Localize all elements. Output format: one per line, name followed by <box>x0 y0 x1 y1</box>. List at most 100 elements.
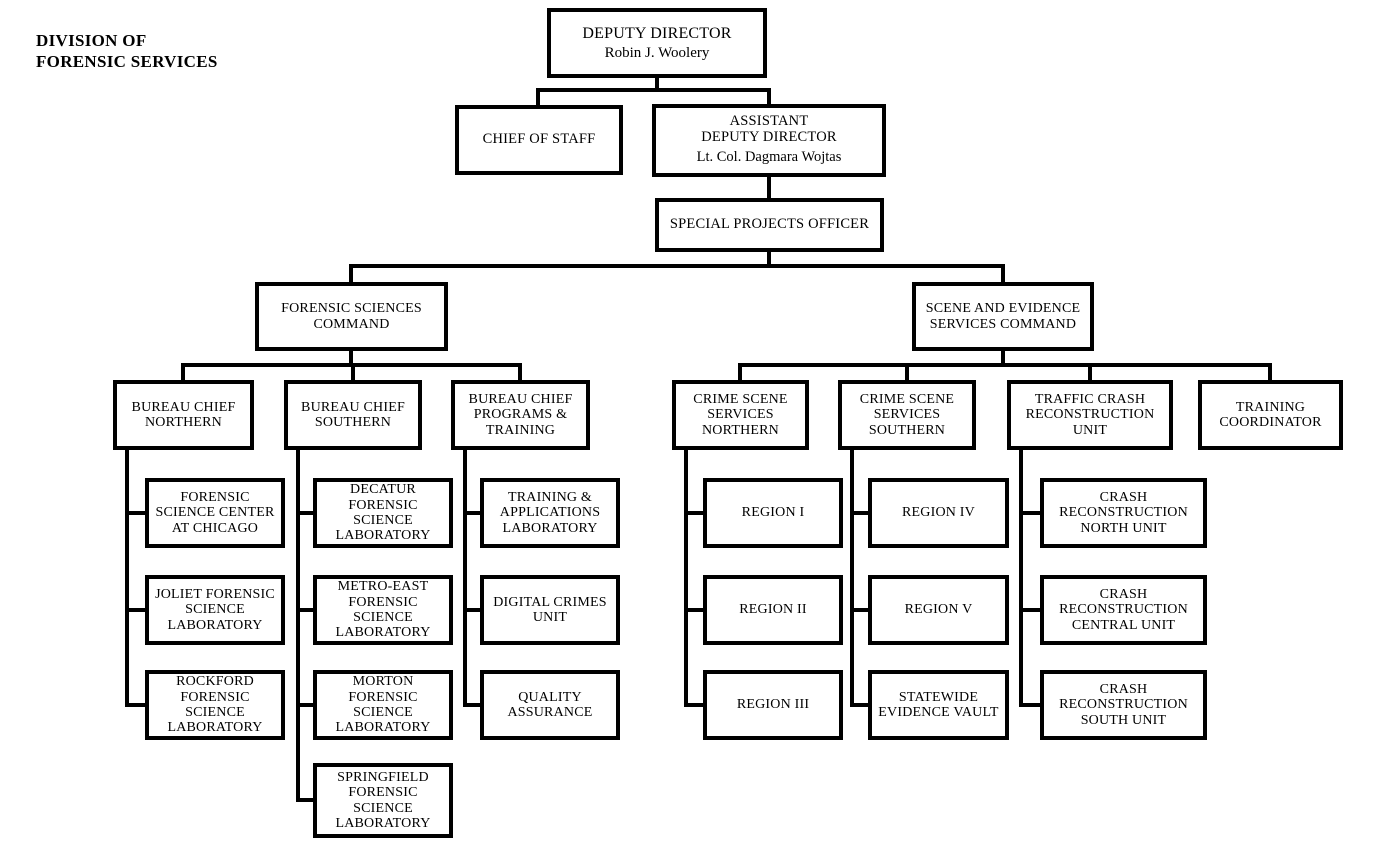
node-label: CRASH RECONSTRUCTION CENTRAL UNIT <box>1059 586 1188 633</box>
connector-line <box>684 703 707 707</box>
node-assistant-deputy-director: ASSISTANT DEPUTY DIRECTOR Lt. Col. Dagma… <box>652 104 886 177</box>
node-region-iii: REGION III <box>703 670 843 740</box>
connector-line <box>125 608 149 612</box>
node-rockford-forensic-science-laboratory: ROCKFORD FORENSIC SCIENCE LABORATORY <box>145 670 285 740</box>
node-region-iv: REGION IV <box>868 478 1009 548</box>
node-label: CHIEF OF STAFF <box>482 131 596 148</box>
node-traffic-crash-reconstruction-unit: TRAFFIC CRASH RECONSTRUCTION UNIT <box>1007 380 1173 450</box>
connector-line <box>463 608 484 612</box>
node-label: SCENE AND EVIDENCE SERVICES COMMAND <box>925 301 1081 332</box>
connector-line <box>850 448 854 707</box>
connector-line <box>684 511 707 515</box>
connector-line <box>349 264 353 284</box>
connector-line <box>767 175 771 200</box>
node-special-projects-officer: SPECIAL PROJECTS OFFICER <box>655 198 884 252</box>
connector-line <box>463 448 467 707</box>
connector-line <box>1019 448 1023 707</box>
node-region-ii: REGION II <box>703 575 843 645</box>
node-label: BUREAU CHIEF PROGRAMS & TRAINING <box>468 391 573 438</box>
connector-line <box>1088 363 1092 382</box>
connector-line <box>296 798 317 802</box>
node-label: JOLIET FORENSIC SCIENCE LABORATORY <box>155 586 275 633</box>
node-springfield-forensic-science-laboratory: SPRINGFIELD FORENSIC SCIENCE LABORATORY <box>313 763 453 838</box>
connector-line <box>767 88 771 106</box>
node-forensic-science-center-chicago: FORENSIC SCIENCE CENTER AT CHICAGO <box>145 478 285 548</box>
node-label: CRASH RECONSTRUCTION NORTH UNIT <box>1059 489 1188 536</box>
connector-line <box>296 608 317 612</box>
node-label: TRAINING & APPLICATIONS LABORATORY <box>499 489 601 536</box>
connector-line <box>536 88 540 107</box>
node-label: CRASH RECONSTRUCTION SOUTH UNIT <box>1059 681 1188 728</box>
node-label: DIGITAL CRIMES UNIT <box>493 594 607 625</box>
connector-line <box>296 511 317 515</box>
connector-line <box>351 363 355 382</box>
node-label: REGION II <box>739 602 807 618</box>
node-label: DECATUR FORENSIC SCIENCE LABORATORY <box>335 482 431 544</box>
connector-line <box>296 448 300 802</box>
node-crash-reconstruction-south-unit: CRASH RECONSTRUCTION SOUTH UNIT <box>1040 670 1207 740</box>
connector-line <box>1268 363 1272 382</box>
node-label: ROCKFORD FORENSIC SCIENCE LABORATORY <box>167 674 263 736</box>
connector-line <box>296 703 317 707</box>
node-chief-of-staff: CHIEF OF STAFF <box>455 105 623 175</box>
node-label: METRO-EAST FORENSIC SCIENCE LABORATORY <box>335 579 431 641</box>
connector-line <box>536 88 771 92</box>
node-crime-scene-services-southern: CRIME SCENE SERVICES SOUTHERN <box>838 380 976 450</box>
node-crash-reconstruction-north-unit: CRASH RECONSTRUCTION NORTH UNIT <box>1040 478 1207 548</box>
node-decatur-forensic-science-laboratory: DECATUR FORENSIC SCIENCE LABORATORY <box>313 478 453 548</box>
node-label: TRAFFIC CRASH RECONSTRUCTION UNIT <box>1025 391 1155 438</box>
connector-line <box>684 448 688 707</box>
node-label: REGION III <box>736 697 810 713</box>
node-joliet-forensic-science-laboratory: JOLIET FORENSIC SCIENCE LABORATORY <box>145 575 285 645</box>
node-label: FORENSIC SCIENCES COMMAND <box>281 301 422 332</box>
node-training-coordinator: TRAINING COORDINATOR <box>1198 380 1343 450</box>
node-label: STATEWIDE EVIDENCE VAULT <box>878 689 999 720</box>
node-region-v: REGION V <box>868 575 1009 645</box>
connector-line <box>1001 349 1005 365</box>
node-morton-forensic-science-laboratory: MORTON FORENSIC SCIENCE LABORATORY <box>313 670 453 740</box>
node-region-i: REGION I <box>703 478 843 548</box>
node-label: QUALITY ASSURANCE <box>507 689 593 720</box>
connector-line <box>1001 264 1005 284</box>
connector-line <box>463 703 484 707</box>
connector-line <box>738 363 742 382</box>
node-training-applications-laboratory: TRAINING & APPLICATIONS LABORATORY <box>480 478 620 548</box>
node-forensic-sciences-command: FORENSIC SCIENCES COMMAND <box>255 282 448 351</box>
node-scene-evidence-services-command: SCENE AND EVIDENCE SERVICES COMMAND <box>912 282 1094 351</box>
node-label: REGION V <box>904 602 973 618</box>
node-digital-crimes-unit: DIGITAL CRIMES UNIT <box>480 575 620 645</box>
node-label: REGION IV <box>902 505 975 521</box>
connector-line <box>850 511 872 515</box>
connector-line <box>125 448 129 707</box>
node-label: MORTON FORENSIC SCIENCE LABORATORY <box>335 674 431 736</box>
connector-line <box>125 703 149 707</box>
connector-line <box>1019 511 1044 515</box>
node-label: ASSISTANT DEPUTY DIRECTOR <box>701 113 837 146</box>
connector-line <box>684 608 707 612</box>
connector-line <box>850 703 872 707</box>
node-crime-scene-services-northern: CRIME SCENE SERVICES NORTHERN <box>672 380 809 450</box>
node-label: TRAINING COORDINATOR <box>1219 399 1322 430</box>
connector-line <box>518 363 522 382</box>
connector-line <box>905 363 909 382</box>
connector-line <box>349 349 353 365</box>
connector-line <box>181 363 185 382</box>
node-label: CRIME SCENE SERVICES SOUTHERN <box>859 391 955 438</box>
connector-line <box>1019 703 1044 707</box>
connector-line <box>767 250 771 268</box>
node-bureau-chief-northern: BUREAU CHIEF NORTHERN <box>113 380 254 450</box>
node-bureau-chief-programs-training: BUREAU CHIEF PROGRAMS & TRAINING <box>451 380 590 450</box>
node-label: SPECIAL PROJECTS OFFICER <box>669 216 870 233</box>
connector-line <box>850 608 872 612</box>
node-label: CRIME SCENE SERVICES NORTHERN <box>693 391 788 438</box>
connector-line <box>463 511 484 515</box>
node-metro-east-forensic-science-laboratory: METRO-EAST FORENSIC SCIENCE LABORATORY <box>313 575 453 645</box>
node-label: DEPUTY DIRECTOR <box>582 24 732 42</box>
node-label: BUREAU CHIEF SOUTHERN <box>301 399 405 430</box>
node-bureau-chief-southern: BUREAU CHIEF SOUTHERN <box>284 380 422 450</box>
node-statewide-evidence-vault: STATEWIDE EVIDENCE VAULT <box>868 670 1009 740</box>
connector-line <box>738 363 1272 367</box>
page-title: DIVISION OF FORENSIC SERVICES <box>36 31 218 72</box>
node-deputy-director: DEPUTY DIRECTOR Robin J. Woolery <box>547 8 767 78</box>
